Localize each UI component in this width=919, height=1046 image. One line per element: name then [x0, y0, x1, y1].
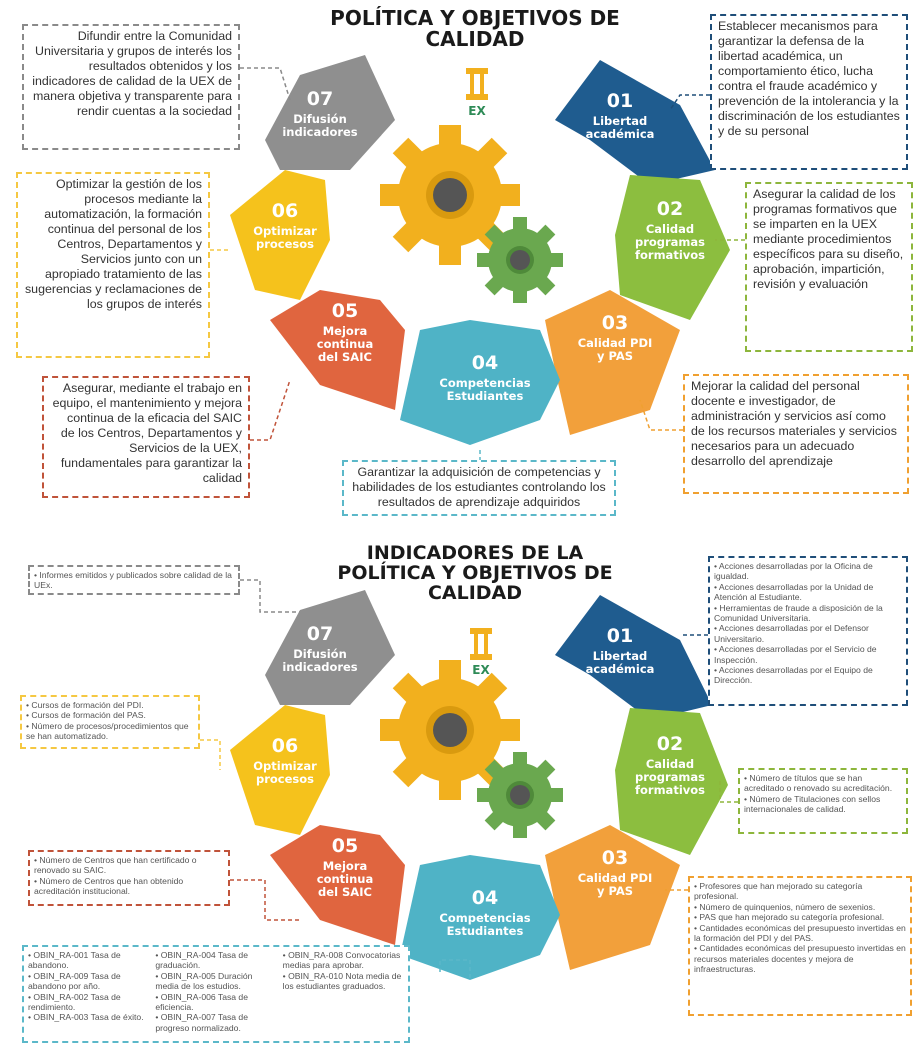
- segment2-03-shape: [545, 825, 680, 970]
- logo2-text: EX: [472, 663, 490, 677]
- connector-05: [250, 379, 291, 441]
- indicator-item: OBIN_RA-003 Tasa de éxito.: [28, 1012, 149, 1022]
- indicator-item: OBIN_RA-001 Tasa de abandono.: [28, 950, 149, 971]
- indicator-item: OBIN_RA-009 Tasa de abandono por año.: [28, 971, 149, 992]
- indicator-item: OBIN_RA-002 Tasa de rendimiento.: [28, 992, 149, 1013]
- indicator-item: OBIN_RA-007 Tasa de progreso normalizado…: [155, 1012, 276, 1033]
- segment-03-shape: [545, 290, 680, 435]
- indicator-item: Número de quinquenios, número de sexenio…: [694, 902, 906, 912]
- indicator-item: OBIN_RA-004 Tasa de graduación.: [155, 950, 276, 971]
- indicator-item: Cantidades económicas del presupuesto in…: [694, 923, 906, 944]
- indicators-01: Acciones desarrolladas por la Oficina de…: [708, 556, 908, 706]
- segment-05-shape: [270, 290, 405, 410]
- segment-07-shape: [265, 55, 395, 170]
- diagram1-title: POLÍTICA Y OBJETIVOS DE CALIDAD: [330, 6, 620, 51]
- description-06: Optimizar la gestión de los procesos med…: [16, 172, 210, 358]
- indicator-item: Profesores que han mejorado su categoría…: [694, 881, 906, 902]
- segment-02-shape: [615, 175, 730, 320]
- indicator-item: Número de Centros que han certificado o …: [34, 855, 224, 876]
- uex-logo2-icon: [470, 628, 492, 660]
- indicators-07: Informes emitidos y publicados sobre cal…: [28, 565, 240, 595]
- segment2-05-shape: [270, 825, 405, 945]
- logo-text: EX: [468, 104, 486, 118]
- indicators-02: Número de títulos que se han acreditado …: [738, 768, 908, 834]
- indicator-item: Informes emitidos y publicados sobre cal…: [34, 570, 234, 591]
- indicator-item: Cantidades económicas del presupuesto in…: [694, 943, 906, 974]
- gear-small-icon: [477, 217, 563, 303]
- diagram2-graphic: EX: [200, 579, 738, 980]
- indicator-item: Acciones desarrolladas por la Oficina de…: [714, 561, 902, 582]
- indicator-item: OBIN_RA-006 Tasa de eficiencia.: [155, 992, 276, 1013]
- indicator-item: Número de procesos/procedimientos que se…: [26, 721, 194, 742]
- gear2-small-icon: [477, 752, 563, 838]
- indicator-item: OBIN_RA-010 Nota media de los estudiante…: [283, 971, 404, 992]
- description-04: Garantizar la adquisición de competencia…: [342, 460, 616, 516]
- segment2-02-shape: [615, 708, 728, 855]
- segment-04-shape: [400, 320, 560, 445]
- indicator-item: Número de Centros que han obtenido acred…: [34, 876, 224, 897]
- description-05: Asegurar, mediante el trabajo en equipo,…: [42, 376, 250, 498]
- indicator-item: Número de Titulaciones con sellos intern…: [744, 794, 902, 815]
- segment2-04-shape: [400, 855, 560, 980]
- segment-01-shape: [555, 60, 715, 185]
- connector2-05: [230, 879, 300, 921]
- description-02: Asegurar la calidad de los programas for…: [745, 182, 913, 352]
- description-07: Difundir entre la Comunidad Universitari…: [22, 24, 240, 150]
- connector2-02: [719, 780, 738, 803]
- connector2-06: [200, 739, 221, 770]
- description-03: Mejorar la calidad del personal docente …: [683, 374, 909, 494]
- segment2-07-shape: [265, 590, 395, 705]
- indicator-item: Cursos de formación del PDI.: [26, 700, 194, 710]
- indicator-item: Cursos de formación del PAS.: [26, 710, 194, 720]
- indicators-04: OBIN_RA-001 Tasa de abandono. OBIN_RA-00…: [22, 945, 410, 1043]
- diagram1-graphic: EX: [210, 55, 745, 460]
- indicator-item: OBIN_RA-005 Duración media de los estudi…: [155, 971, 276, 992]
- segment2-01-shape: [555, 595, 712, 720]
- uex-logo-icon: [466, 68, 488, 100]
- indicators-03: Profesores que han mejorado su categoría…: [688, 876, 912, 1016]
- connector2-07: [240, 579, 300, 613]
- indicator-item: PAS que han mejorado su categoría profes…: [694, 912, 906, 922]
- segment-06-shape: [230, 170, 330, 300]
- indicators-05: Número de Centros que han certificado o …: [28, 850, 230, 906]
- connector-03: [639, 399, 683, 431]
- indicators-06: Cursos de formación del PDI. Cursos de f…: [20, 695, 200, 749]
- connector2-04: [439, 959, 471, 980]
- indicator-item: Acciones desarrolladas por la Unidad de …: [714, 582, 902, 603]
- indicator-item: Número de títulos que se han acreditado …: [744, 773, 902, 794]
- description-01: Establecer mecanismos para garantizar la…: [710, 14, 908, 170]
- diagram2-title: INDICADORES DE LA POLÍTICA Y OBJETIVOS D…: [337, 542, 613, 604]
- indicator-item: Acciones desarrolladas por el Servicio d…: [714, 644, 902, 665]
- indicator-item: Acciones desarrolladas por el Defensor U…: [714, 623, 902, 644]
- connector-01: [669, 94, 710, 111]
- indicator-item: Acciones desarrolladas por el Equipo de …: [714, 665, 902, 686]
- indicator-item: Herramientas de fraude a disposición de …: [714, 603, 902, 624]
- indicator-item: OBIN_RA-008 Convocatorias medias para ap…: [283, 950, 404, 971]
- segment2-06-shape: [230, 705, 330, 835]
